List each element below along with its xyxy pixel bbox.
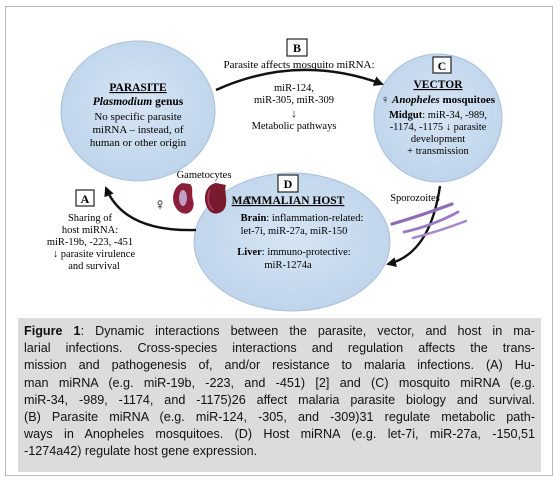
host-circle: [193, 172, 391, 312]
sporozoites-label: Sporozoites: [390, 193, 440, 204]
b-heading: Parasite affects mosquito miRNA:: [223, 59, 374, 71]
caption-line-8: -1274a42) regulate host gene expression.: [24, 444, 258, 459]
male-gametocyte-icon: [204, 183, 227, 214]
caption-line-2: larial infections. Cross-species interac…: [24, 341, 535, 356]
caption-line-5: miR-34, -989, -1174, and -1175)26 affect…: [24, 392, 535, 407]
host-title: MAMMALIAN HOST: [232, 195, 345, 207]
b-mirna-1: miR-124,: [274, 83, 314, 94]
parasite-circle: [60, 40, 216, 182]
a-line-2: host miRNA:: [62, 225, 118, 236]
caption-line-4: man miRNA (e.g. miR-19b, -223, and -451)…: [24, 375, 535, 390]
caption-line-3: mission and pathogenesis of, and/or resi…: [24, 358, 535, 373]
label-b-box: [286, 38, 308, 57]
parasite-line-3: human or other origin: [90, 137, 187, 149]
parasite-title: PARASITE: [109, 82, 167, 94]
label-c-box: [432, 56, 452, 74]
caption-line-1: Figure 1: Dynamic interactions between t…: [24, 323, 535, 340]
arrow-parasite-to-vector: [215, 68, 384, 92]
caption-line-6: (B) Parasite miRNA (e.g. miR-124, -305, …: [24, 410, 535, 425]
vector-species: ♀ Anopheles mosquitoes: [381, 94, 496, 106]
host-liver-line-2: miR-1274a: [264, 260, 312, 271]
caption-label: Figure 1: [24, 324, 81, 338]
vector-line-2: -1174, -1175 ↓ parasite: [390, 122, 487, 133]
parasite-subtitle: Plasmodium genus: [93, 96, 184, 108]
host-liver: Liver: immuno-protective:: [237, 247, 351, 258]
arrow-host-to-parasite: [104, 186, 197, 232]
vector-circle: [373, 53, 503, 183]
label-c: C: [438, 59, 447, 73]
label-b: B: [293, 41, 301, 55]
parasite-line-1: No specific parasite: [94, 111, 181, 123]
female-symbol: ♀: [154, 195, 167, 214]
label-d: D: [284, 177, 293, 191]
arrow-vector-to-host: [386, 185, 442, 268]
figure-frame: [5, 6, 553, 476]
interaction-diagram: PARASITE Plasmodium genus No specific pa…: [47, 38, 503, 312]
label-d-box: [277, 174, 299, 193]
vector-midgut: Midgut: miR-34, -989,: [389, 110, 487, 121]
vector-line-4: + transmission: [407, 146, 469, 157]
a-line-1: Sharing of: [68, 213, 113, 224]
sporozoites-icon: [390, 202, 468, 240]
a-line-3: miR-19b, -223, -451: [47, 237, 133, 248]
caption-line-1-text: : Dynamic interactions between the paras…: [80, 324, 535, 338]
figure-caption: Figure 1: Dynamic interactions between t…: [18, 318, 541, 472]
parasite-line-2: miRNA – instead, of: [92, 124, 183, 136]
female-gametocyte-icon: [173, 183, 194, 214]
gametocytes-label: Gametocytes: [177, 170, 232, 181]
b-mirna-2: miR-305, miR-309: [254, 95, 334, 106]
vector-line-3: development: [411, 134, 465, 145]
host-brain: Brain: inflammation-related:: [241, 213, 364, 224]
a-line-5: and survival: [68, 261, 120, 272]
b-down-arrow: ↓: [291, 108, 297, 120]
vector-title: VECTOR: [414, 79, 464, 91]
b-effect: Metabolic pathways: [252, 121, 337, 132]
host-brain-line-2: let-7i, miR-27a, miR-150: [241, 226, 348, 237]
a-line-4: ↓ parasite virulence: [53, 249, 136, 260]
male-symbol: ♂: [241, 191, 254, 210]
diagram-area: PARASITE Plasmodium genus No specific pa…: [20, 18, 540, 318]
caption-line-7: ways in Anopheles mosquitoes. (D) Host m…: [24, 427, 535, 442]
label-a-box: [75, 189, 95, 207]
label-a: A: [81, 192, 90, 206]
